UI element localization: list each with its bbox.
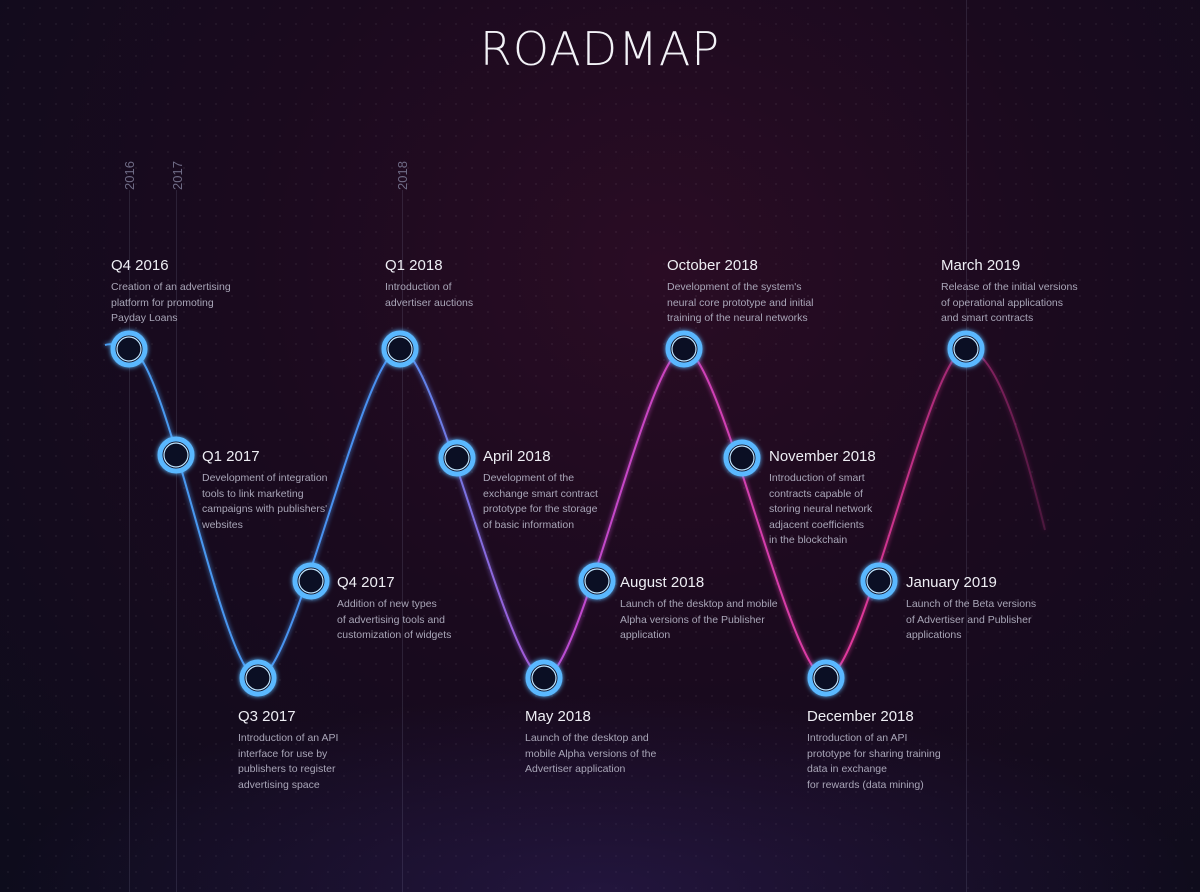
milestone-description: Development of the system's neural core … xyxy=(667,281,814,324)
milestone-date: October 2018 xyxy=(667,257,758,274)
milestone-node-core xyxy=(729,445,755,471)
milestone-date: Q1 2018 xyxy=(385,257,443,274)
milestone-date: May 2018 xyxy=(525,708,591,725)
milestone-node-core xyxy=(116,336,142,362)
wave-line xyxy=(104,343,1046,680)
milestone-date: August 2018 xyxy=(620,574,705,591)
milestone-node-core xyxy=(531,665,557,691)
milestone-description: Development of integration tools to link… xyxy=(202,472,328,531)
year-line-2019 xyxy=(966,0,967,892)
milestone-date: Q4 2016 xyxy=(111,257,169,274)
milestone-date: March 2019 xyxy=(941,257,1021,274)
milestone-description: Introduction of an API interface for use… xyxy=(238,732,339,791)
milestone-description: Launch of the desktop and mobile Alpha v… xyxy=(525,732,657,775)
milestone-node-core xyxy=(953,336,979,362)
milestone-node-core xyxy=(813,665,839,691)
milestone-date: Q4 2017 xyxy=(337,574,395,591)
milestone-node-core xyxy=(298,568,324,594)
milestone-date: January 2019 xyxy=(906,574,997,591)
milestone-description: Launch of the Beta versions of Advertise… xyxy=(906,598,1037,641)
milestone-description: Launch of the desktop and mobile Alpha v… xyxy=(620,598,778,641)
milestone-date: April 2018 xyxy=(483,448,551,465)
milestone-description: Development of the exchange smart contra… xyxy=(483,472,598,531)
milestone-node-core xyxy=(866,568,892,594)
milestone-description: Addition of new types of advertising too… xyxy=(337,598,452,641)
milestone-description: Creation of an advertising platform for … xyxy=(111,281,231,324)
milestone-node-core xyxy=(245,665,271,691)
page-title: ROADMAP xyxy=(479,22,721,76)
milestone-date: December 2018 xyxy=(807,708,914,725)
milestone-node-core xyxy=(163,442,189,468)
year-line-2017 xyxy=(176,190,177,892)
milestone-node-core xyxy=(387,336,413,362)
milestone-description: Introduction of advertiser auctions xyxy=(385,281,474,309)
milestone-description: Introduction of an API prototype for sha… xyxy=(807,732,941,791)
milestone-node-core xyxy=(584,568,610,594)
year-line-2018 xyxy=(402,190,403,892)
milestone-description: Introduction of smart contracts capable … xyxy=(769,472,873,546)
milestone-description: Release of the initial versions of opera… xyxy=(941,281,1078,324)
milestone-node-core xyxy=(444,445,470,471)
milestone-node-core xyxy=(671,336,697,362)
milestone-date: Q1 2017 xyxy=(202,448,260,465)
milestone-date: November 2018 xyxy=(769,448,876,465)
year-line-2016 xyxy=(129,190,130,892)
milestone-date: Q3 2017 xyxy=(238,708,296,725)
background-glow xyxy=(0,692,1200,892)
